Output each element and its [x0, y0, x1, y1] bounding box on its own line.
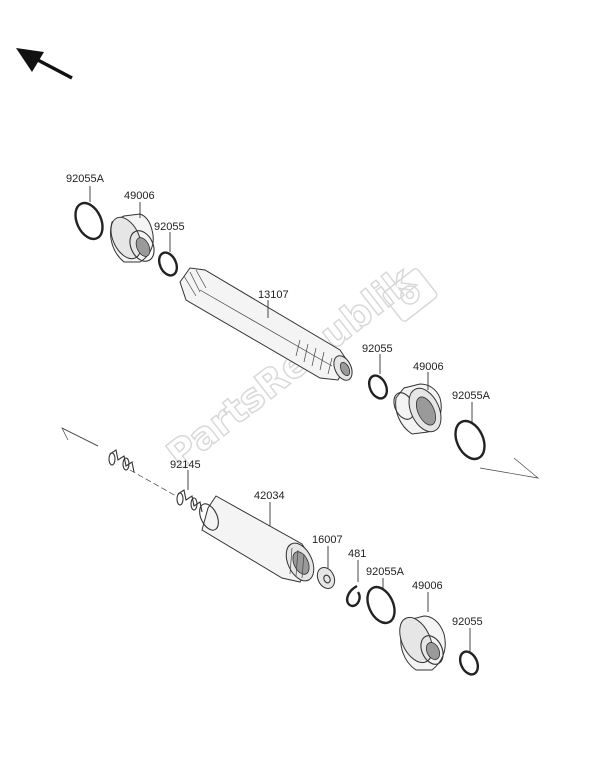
part-label-13107: 13107	[258, 289, 289, 301]
boot-49006-low	[399, 615, 446, 671]
part-label-42034: 42034	[254, 490, 285, 502]
o-ring-92055a-top	[74, 201, 104, 241]
o-ring-92055-top	[157, 251, 179, 277]
spring-92145-left	[108, 449, 135, 473]
leader-lines	[89, 186, 473, 652]
part-label-92055-low: 92055	[452, 616, 483, 628]
washer-16007	[316, 566, 336, 590]
part-label-92055-top: 92055	[154, 221, 185, 233]
part-label-92055a-low: 92055A	[366, 566, 405, 578]
boot-49006-mid	[393, 383, 442, 435]
part-label-92055a-top: 92055A	[66, 173, 105, 185]
direction-arrow-icon	[16, 48, 73, 80]
o-ring-92055-low	[458, 650, 480, 676]
part-label-92145: 92145	[170, 459, 201, 471]
part-label-49006-mid: 49006	[413, 361, 444, 373]
boot-49006-top	[110, 213, 155, 263]
part-labels: 92055A 49006 92055 13107 92055 49006 920…	[66, 173, 491, 628]
reference-lines	[61, 427, 540, 497]
spring-92145-right	[176, 489, 203, 513]
o-ring-92055-mid	[367, 374, 389, 400]
drive-shaft-13107	[179, 267, 353, 381]
housing-42034	[199, 495, 315, 583]
part-label-16007: 16007	[312, 534, 343, 546]
o-ring-92055a-low	[366, 585, 396, 625]
part-label-481: 481	[348, 548, 366, 560]
part-label-92055-mid: 92055	[362, 343, 393, 355]
part-label-49006-top: 49006	[124, 190, 155, 202]
circlip-481	[345, 584, 361, 608]
o-ring-92055a-mid	[454, 419, 486, 461]
part-label-49006-low: 49006	[412, 580, 443, 592]
watermark-gear-icon	[382, 268, 438, 322]
part-label-92055a-mid: 92055A	[452, 390, 491, 402]
